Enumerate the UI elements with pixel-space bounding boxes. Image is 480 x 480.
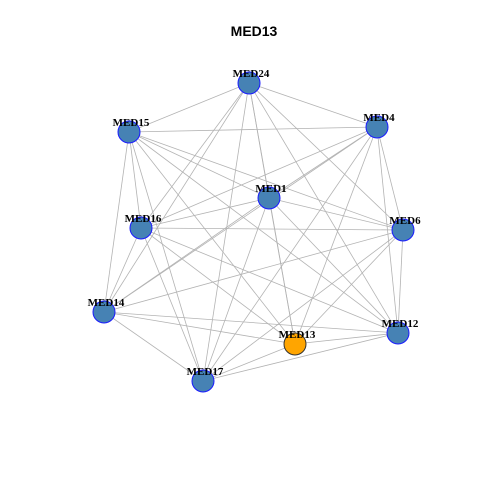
node-label-med12: MED12	[382, 318, 419, 330]
node-med6[interactable]	[391, 218, 415, 242]
edge-med1-med13	[268, 197, 296, 345]
node-label-med1: MED1	[255, 183, 286, 195]
edge-med16-med12	[140, 227, 399, 334]
edge-med15-med13	[128, 131, 296, 345]
edge-med16-med6	[140, 227, 404, 231]
edge-med24-med17	[202, 82, 250, 382]
edges-layer	[103, 82, 404, 382]
edge-med24-med4	[248, 82, 378, 128]
node-med13[interactable]	[283, 332, 307, 356]
edge-med15-med12	[128, 131, 399, 334]
edge-med6-med17	[202, 229, 404, 382]
edge-med15-med16	[128, 131, 142, 229]
node-med14[interactable]	[92, 300, 116, 324]
node-med1[interactable]	[257, 186, 281, 210]
edge-med15-med1	[128, 131, 270, 199]
node-label-med16: MED16	[125, 213, 162, 225]
edge-med24-med15	[128, 82, 250, 133]
edge-med24-med6	[248, 82, 404, 231]
edge-med1-med14	[103, 197, 270, 313]
node-med16[interactable]	[129, 216, 153, 240]
node-med15[interactable]	[117, 120, 141, 144]
edge-med6-med14	[103, 229, 404, 313]
node-label-med6: MED6	[389, 215, 421, 227]
edge-med12-med13	[294, 332, 399, 345]
edge-med4-med17	[202, 126, 378, 382]
edge-med6-med13	[294, 229, 404, 345]
edge-med15-med14	[103, 131, 130, 313]
edge-med1-med6	[268, 197, 404, 231]
edge-med4-med14	[103, 126, 378, 313]
edge-med4-med16	[140, 126, 378, 229]
edge-med12-med17	[202, 332, 399, 382]
graph-title: MED13	[231, 23, 278, 39]
edge-med1-med12	[268, 197, 399, 334]
node-med24[interactable]	[237, 71, 261, 95]
node-med4[interactable]	[365, 115, 389, 139]
node-label-med4: MED4	[363, 112, 395, 124]
edge-med24-med14	[103, 82, 250, 313]
node-label-med17: MED17	[187, 366, 224, 378]
edge-med1-med16	[140, 197, 270, 229]
node-label-med24: MED24	[233, 68, 270, 80]
edge-med13-med17	[202, 343, 296, 382]
node-med12[interactable]	[386, 321, 410, 345]
edge-med16-med13	[140, 227, 296, 345]
node-med17[interactable]	[191, 369, 215, 393]
node-label-med13: MED13	[279, 329, 316, 341]
edge-med16-med17	[140, 227, 204, 382]
edge-med16-med14	[103, 227, 142, 313]
edge-med1-med17	[202, 197, 270, 382]
node-label-med14: MED14	[88, 297, 125, 309]
edge-med4-med15	[128, 126, 378, 133]
edge-med15-med6	[128, 131, 404, 231]
edge-med15-med17	[128, 131, 204, 382]
edge-med4-med6	[376, 126, 404, 231]
edge-med24-med12	[248, 82, 399, 334]
node-label-med15: MED15	[113, 117, 150, 129]
nodes-layer	[92, 71, 415, 393]
edge-med14-med17	[103, 311, 204, 382]
edge-med4-med13	[294, 126, 378, 345]
edge-med14-med13	[103, 311, 296, 345]
edge-med14-med12	[103, 311, 399, 334]
edge-med6-med12	[397, 229, 404, 334]
